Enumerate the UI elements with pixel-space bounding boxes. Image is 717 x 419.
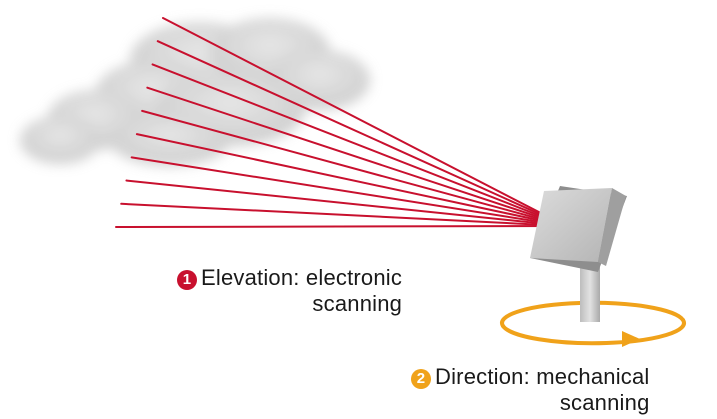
radar-beams — [115, 17, 567, 228]
elevation-label-title: Elevation: electronic — [201, 265, 403, 290]
radar-beam-6 — [135, 133, 567, 227]
radar-beam-8 — [125, 179, 567, 227]
step-1-badge: 1 — [177, 270, 197, 290]
step-2-badge: 2 — [411, 369, 431, 389]
radar-beam-2 — [156, 40, 567, 227]
direction-label-subtitle: scanning — [559, 390, 650, 415]
rotation-arrow-back — [500, 300, 685, 328]
rotation-arrow-front — [501, 318, 686, 346]
radar-beam-3 — [151, 63, 567, 227]
radar-beam-7 — [130, 156, 567, 227]
direction-label-title: Direction: mechanical — [435, 364, 650, 389]
radar-beam-9 — [120, 202, 567, 227]
radar-antenna — [530, 186, 627, 272]
radar-beam-1 — [162, 17, 567, 227]
antenna-pole — [580, 262, 600, 322]
radar-beam-4 — [146, 86, 567, 227]
radar-beam-10 — [115, 225, 567, 228]
radar-beam-5 — [141, 109, 567, 227]
rotation-arrowhead-icon — [622, 331, 640, 347]
elevation-label-subtitle: scanning — [312, 291, 403, 316]
